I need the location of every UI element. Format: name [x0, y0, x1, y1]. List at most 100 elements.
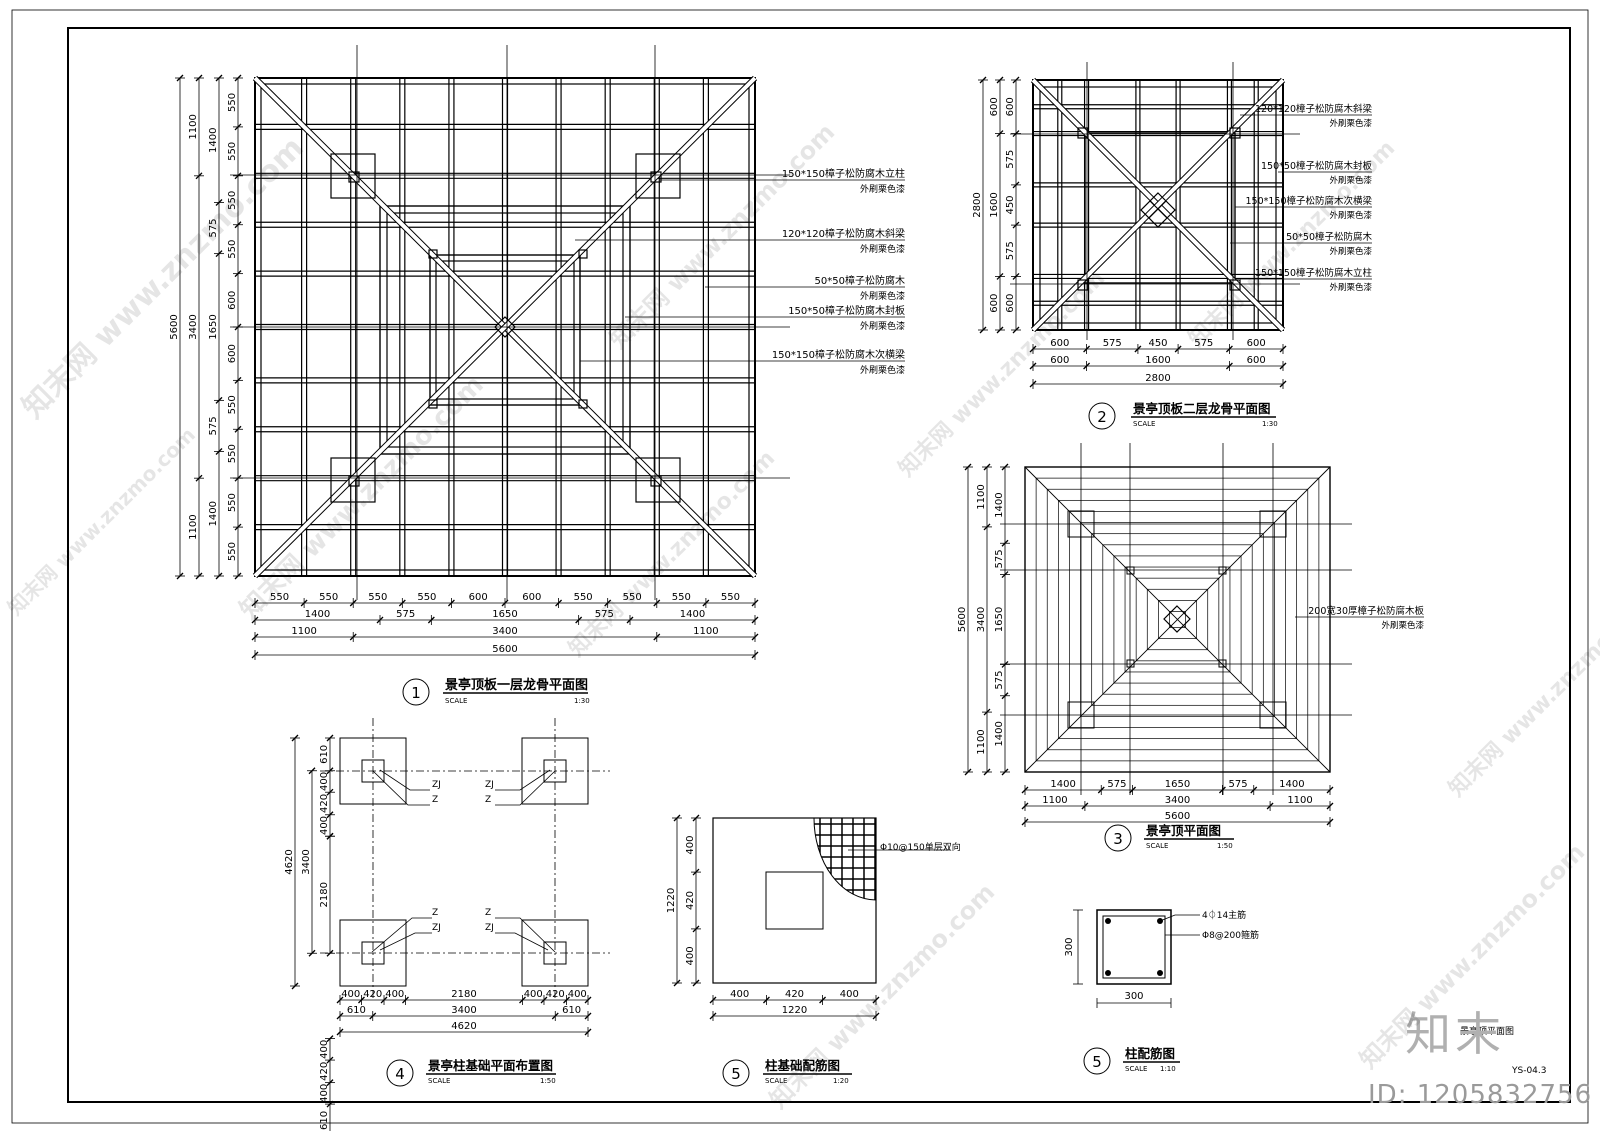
- plan3-roof: [1000, 443, 1424, 795]
- plan1-callout-2-l2: 外刷栗色漆: [860, 243, 905, 255]
- dim-label: 550: [227, 142, 238, 161]
- plan2-title: 景亭顶板二层龙骨平面图: [1133, 401, 1271, 416]
- dim-label: 5600: [492, 644, 517, 655]
- dim-label: 550: [227, 444, 238, 463]
- plan4-tag-zj-br: ZJ: [485, 923, 494, 933]
- dim-label: 450: [1005, 195, 1016, 214]
- residual-title-text: 景亭顶平面图: [1460, 1025, 1514, 1037]
- dim-label: 575: [994, 671, 1005, 690]
- plan5a-rebar-mesh: [814, 818, 876, 900]
- plan4-tag-z-tl: Z: [432, 795, 438, 805]
- dim-label: 550: [721, 592, 740, 603]
- plan5b-stirrup: [1102, 915, 1166, 979]
- dim-label: 1650: [208, 314, 219, 339]
- dim-label: 575: [208, 416, 219, 435]
- dim-label: 400: [524, 989, 543, 1000]
- brand-logo: 知末: [1405, 1007, 1505, 1061]
- dim-label: 450: [1148, 338, 1167, 349]
- plan1-callout-5-l2: 外刷栗色漆: [860, 364, 905, 376]
- dim-label: 400: [341, 989, 360, 1000]
- dim-label: 575: [1194, 338, 1213, 349]
- plan2-callout-5-l2: 外刷栗色漆: [1329, 282, 1372, 293]
- dim-label: 550: [227, 493, 238, 512]
- dim-label: 1600: [989, 192, 1000, 217]
- inner-frame: [67, 27, 1571, 1103]
- plan5a-title: 柱基础配筋图: [765, 1058, 840, 1073]
- dim-label: 5600: [1165, 811, 1190, 822]
- sheet-code: YS-04.3: [1511, 1066, 1547, 1076]
- dim-label: 600: [469, 592, 488, 603]
- plan2-callout-4-l2: 外刷栗色漆: [1329, 246, 1372, 257]
- plan2-title-block: 2 景亭顶板二层龙骨平面图 SCALE 1:30: [1088, 401, 1278, 430]
- dim-label: 575: [1107, 779, 1126, 790]
- dim-label: 550: [417, 592, 436, 603]
- plan5b-main-bars: [1105, 918, 1163, 976]
- plan3-title: 景亭顶平面图: [1146, 823, 1221, 838]
- dim-label: 400: [319, 772, 330, 791]
- plan4-number-circle: [386, 1059, 414, 1087]
- dim-label: 600: [227, 291, 238, 310]
- plan2-number: 2: [1097, 408, 1107, 426]
- plan1-callout-4-l2: 外刷栗色漆: [860, 320, 905, 332]
- plan1-callout-3-l1: 50*50樟子松防腐木: [815, 274, 905, 287]
- dim-label: 420: [546, 989, 565, 1000]
- id-label: ID: 1205832756: [1368, 1080, 1593, 1110]
- plan2-callout-text: 120*120樟子松防腐木斜梁 外刷栗色漆 150*50樟子松防腐木封板 外刷栗…: [1245, 103, 1372, 293]
- dim-label: 575: [1229, 779, 1248, 790]
- dim-label: 400: [319, 1084, 330, 1103]
- plan3-callout-l2: 外刷栗色漆: [1381, 620, 1424, 631]
- plan1-scale: 1:30: [574, 697, 590, 705]
- plan2-callout-3-l1: 150*150樟子松防腐木次横梁: [1245, 195, 1372, 207]
- plan1-callout-1-l2: 外刷栗色漆: [860, 183, 905, 195]
- dim-label: 1100: [1287, 795, 1312, 806]
- plan3-number-circle: [1104, 824, 1132, 852]
- dim-label: 550: [319, 592, 338, 603]
- plan1-mid-square-inner: [386, 212, 624, 448]
- plan1-framing: [230, 45, 790, 600]
- dim-label: 420: [785, 989, 804, 1000]
- plan1-title: 景亭顶板一层龙骨平面图: [445, 677, 588, 693]
- plan4-tag-zj-tr: ZJ: [485, 780, 494, 790]
- plan1-posts: [330, 153, 681, 503]
- plan1-number: 1: [411, 684, 421, 702]
- dim-label: 1220: [782, 1005, 807, 1016]
- plan4-foundation: [320, 718, 610, 1000]
- dim-label: 1400: [994, 721, 1005, 746]
- dim-label: 575: [595, 609, 614, 620]
- plan1-scale-word: SCALE: [445, 697, 467, 705]
- plan5b-rebar1: 4⏀14主筋: [1202, 909, 1246, 921]
- dim-label: 610: [347, 1005, 366, 1016]
- dim-label: 600: [1247, 338, 1266, 349]
- plan2-callout-2-l1: 150*50樟子松防腐木封板: [1261, 160, 1372, 172]
- dim-label: 4620: [451, 1021, 476, 1032]
- plan3-roof-rings: [1024, 466, 1331, 773]
- dim-label: 1100: [188, 514, 199, 539]
- dim-label: 1400: [208, 501, 219, 526]
- dim-label: 3400: [492, 626, 517, 637]
- plan3-hip-b: [1024, 466, 1331, 773]
- dim-label: 1650: [1165, 779, 1190, 790]
- plan2-inner-outline: [1039, 86, 1277, 324]
- dim-label: 575: [1005, 241, 1016, 260]
- dim-label: 2180: [319, 882, 330, 907]
- dim-label: 1400: [305, 609, 330, 620]
- plan1-number-circle: [402, 678, 430, 706]
- plan4-tag-zj-tl: ZJ: [432, 780, 441, 790]
- dim-label: 2800: [972, 192, 983, 217]
- plan2-framing: [1010, 62, 1300, 340]
- plan5a-title-block: 5 柱基础配筋图 SCALE 1:20: [722, 1058, 852, 1087]
- plan5a-footing-outline: [712, 817, 877, 984]
- outer-border: [11, 9, 1589, 1124]
- plan4-leaders: [371, 769, 556, 953]
- dim-label: 600: [1050, 338, 1069, 349]
- plan2-callout-1-l2: 外刷栗色漆: [1329, 118, 1372, 129]
- plan2-center-diamond: [1140, 192, 1176, 228]
- plan1-center-node: [494, 316, 516, 338]
- plan2-number-circle: [1088, 402, 1116, 430]
- dim-label: 575: [1103, 338, 1122, 349]
- dim-label: 600: [989, 294, 1000, 313]
- dim-label: 420: [319, 794, 330, 813]
- dim-label: 400: [568, 989, 587, 1000]
